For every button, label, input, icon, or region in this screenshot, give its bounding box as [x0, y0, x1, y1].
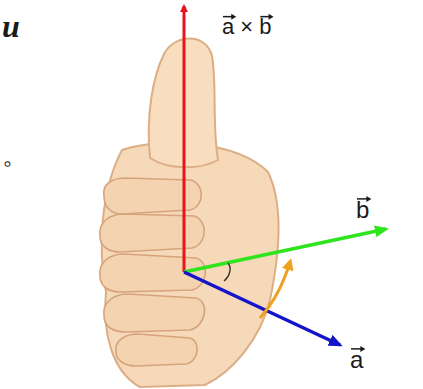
vector-a — [184, 272, 340, 345]
vector-b — [184, 229, 386, 272]
angle-mark — [224, 263, 230, 281]
fragment-mark: 。 — [2, 142, 28, 168]
fragment-letter: u — [2, 10, 20, 42]
vector-label: b — [356, 198, 369, 222]
vector-label: a — [350, 348, 363, 372]
vector-axb — [183, 6, 186, 272]
rotation-arrow — [260, 262, 290, 318]
vector-label: a × b — [222, 16, 272, 38]
